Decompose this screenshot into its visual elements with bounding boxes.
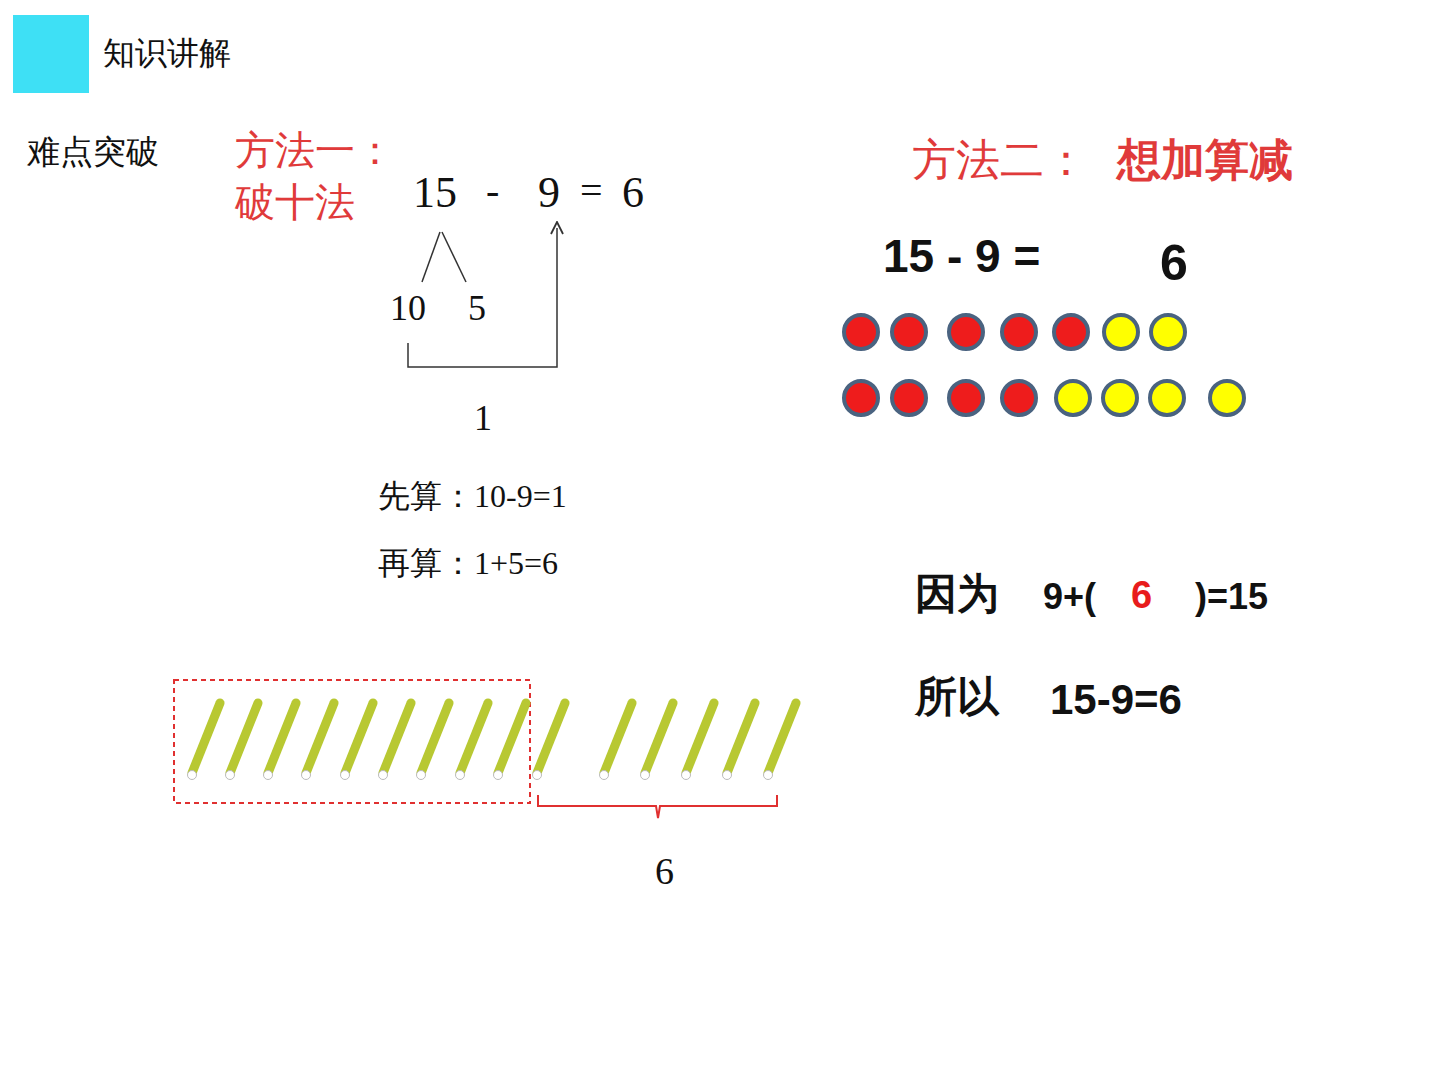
partial-result: 1 — [474, 398, 492, 439]
step-text: 再算：1+5=6 — [378, 545, 558, 582]
red-counter — [949, 315, 983, 349]
red-counter — [949, 381, 983, 415]
red-counter — [892, 381, 926, 415]
stick-end — [379, 771, 388, 780]
method-heading: 破十法 — [235, 180, 355, 226]
red-counter — [892, 315, 926, 349]
stick-end — [226, 771, 235, 780]
equation: 15 - 9 = — [883, 230, 1040, 283]
step-text: 先算：10-9=1 — [378, 478, 567, 515]
stick-end — [600, 771, 609, 780]
method-heading: 方法一： — [235, 128, 395, 174]
method-heading: 方法二： — [912, 135, 1088, 186]
yellow-counter — [1210, 381, 1244, 415]
yellow-counter — [1104, 315, 1138, 349]
equation-part: 6 — [622, 168, 644, 219]
stick — [686, 703, 714, 773]
red-counter — [844, 315, 878, 349]
stick — [727, 703, 755, 773]
yellow-counter — [1103, 381, 1137, 415]
stick-end — [264, 771, 273, 780]
slide-title: 知识讲解 — [103, 35, 231, 72]
dashed-group-box — [174, 680, 530, 803]
stick — [383, 703, 411, 773]
sticks — [188, 703, 797, 780]
stick-end — [764, 771, 773, 780]
stick — [421, 703, 449, 773]
stick — [537, 703, 565, 773]
stick — [345, 703, 373, 773]
answer: 6 — [1160, 235, 1188, 293]
stick-end — [302, 771, 311, 780]
stick — [498, 703, 526, 773]
equation-part: )=15 — [1195, 576, 1268, 617]
stick — [460, 703, 488, 773]
yellow-counter — [1056, 381, 1090, 415]
section-label: 难点突破 — [27, 133, 159, 171]
stick-end — [456, 771, 465, 780]
stick-end — [341, 771, 350, 780]
red-counter — [1002, 381, 1036, 415]
stick — [192, 703, 220, 773]
stick-end — [188, 771, 197, 780]
equation-part: 9+( — [1043, 576, 1096, 617]
yellow-counter — [1150, 381, 1184, 415]
red-counter — [1002, 315, 1036, 349]
red-counter — [1054, 315, 1088, 349]
reason-word: 因为 — [915, 570, 999, 618]
stick-end — [494, 771, 503, 780]
brace — [538, 795, 777, 818]
stick — [604, 703, 632, 773]
equation-part: - — [486, 168, 499, 214]
yellow-counter — [1151, 315, 1185, 349]
stick-end — [641, 771, 650, 780]
equation-part: 15 — [413, 168, 457, 219]
brace-number: 6 — [655, 850, 674, 894]
split-part: 10 — [390, 288, 426, 329]
red-counter — [844, 381, 878, 415]
stick — [268, 703, 296, 773]
equation-part: = — [580, 168, 603, 214]
split-lines — [408, 228, 557, 367]
stick — [306, 703, 334, 773]
stick-end — [723, 771, 732, 780]
stick — [230, 703, 258, 773]
missing-addend: 6 — [1131, 574, 1152, 618]
header-square — [13, 15, 89, 93]
stick — [768, 703, 796, 773]
reason-word: 所以 — [915, 673, 999, 721]
method-heading: 想加算减 — [1117, 135, 1293, 186]
equation: 15-9=6 — [1050, 676, 1182, 724]
stick — [645, 703, 673, 773]
stick-end — [682, 771, 691, 780]
equation-part: 9 — [538, 168, 560, 219]
counters — [844, 315, 1244, 415]
split-part: 5 — [468, 288, 486, 329]
stick-end — [417, 771, 426, 780]
stick-end — [533, 771, 542, 780]
